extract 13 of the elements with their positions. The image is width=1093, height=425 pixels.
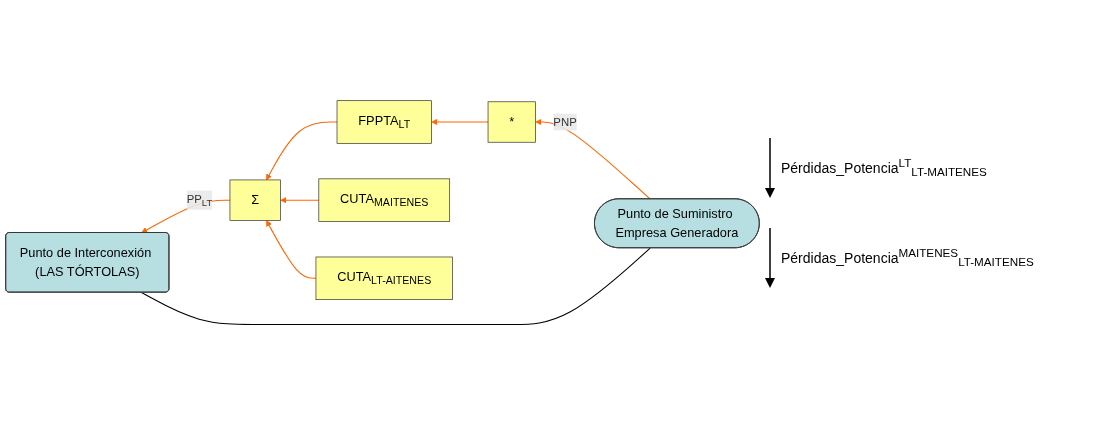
arrow xyxy=(431,118,489,126)
node-box: CUTA$_{LT-AITENES}$ xyxy=(315,256,453,300)
arrow xyxy=(266,121,338,181)
node-box: * xyxy=(487,101,536,143)
node-box: CUTA$_{MAITENES}$ xyxy=(318,178,451,222)
edge-label: PNP xyxy=(553,115,577,128)
node-box: Σ xyxy=(229,179,281,221)
arrow xyxy=(280,196,320,204)
arrow xyxy=(266,220,317,279)
arrow xyxy=(535,118,651,200)
connector xyxy=(140,247,651,325)
edge-label: PP$_{LT}$ xyxy=(186,192,213,208)
node-box: FPPTA$_{LT}$ xyxy=(336,100,432,144)
